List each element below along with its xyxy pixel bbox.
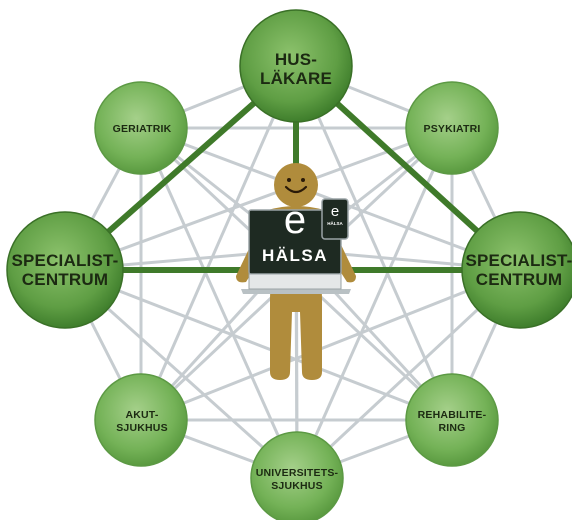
link-top-bottom_right [294, 65, 454, 421]
node-circle-left [6, 211, 124, 329]
laptop-deck [248, 273, 342, 290]
laptop-base [241, 289, 351, 294]
laptop-e-letter: e [283, 198, 307, 242]
node-circle-right [461, 211, 572, 329]
node-circle-bottom_right [405, 373, 499, 467]
node-circle-top_right [405, 81, 499, 175]
right-eye [301, 178, 305, 182]
node-circle-top_left [94, 81, 188, 175]
phone-halsa-label: HÄLSA [327, 221, 343, 226]
node-circle-top [239, 9, 353, 123]
devices [241, 198, 351, 294]
phone-e-letter: e [330, 203, 340, 220]
link-right-bottom_left [140, 268, 521, 422]
phone-body [321, 198, 349, 240]
left-eye [287, 178, 291, 182]
smile-face [284, 185, 308, 194]
node-circles [6, 9, 572, 520]
person-head [274, 163, 318, 207]
node-circle-bottom [250, 431, 344, 520]
laptop-halsa-label: HÄLSA [261, 246, 329, 265]
node-circle-bottom_left [94, 373, 188, 467]
